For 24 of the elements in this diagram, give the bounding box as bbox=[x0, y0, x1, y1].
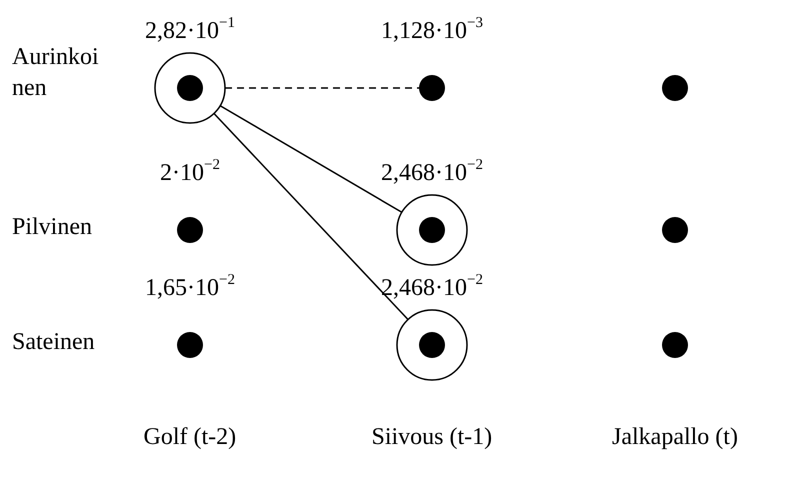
probability-value: 1,128·10$^{−3}$ bbox=[381, 16, 483, 46]
state-dot bbox=[661, 74, 689, 102]
probability-value: 2,468·10$^{−2}$ bbox=[381, 273, 483, 303]
probability-value: 1,65·10$^{−2}$ bbox=[145, 273, 235, 303]
circled-state-dot bbox=[154, 52, 226, 124]
state-dot bbox=[176, 216, 204, 244]
circled-state-dot bbox=[396, 194, 468, 266]
time-step-label: Golf (t-2) bbox=[144, 423, 236, 452]
probability-value: 2,468·10$^{−2}$ bbox=[381, 158, 483, 188]
probability-value: 2,82·10$^{−1}$ bbox=[145, 16, 235, 46]
state-dot bbox=[661, 331, 689, 359]
circled-state-dot bbox=[396, 309, 468, 381]
state-label: Aurinkoi nen bbox=[12, 43, 100, 104]
transition-line bbox=[220, 105, 402, 213]
transition-line bbox=[213, 112, 409, 320]
transition-line bbox=[225, 87, 419, 89]
state-label: Sateinen bbox=[12, 328, 95, 357]
state-dot bbox=[176, 331, 204, 359]
state-dot bbox=[418, 74, 446, 102]
time-step-label: Jalkapallo (t) bbox=[612, 423, 738, 452]
time-step-label: Siivous (t-1) bbox=[372, 423, 492, 452]
probability-value: 2·10$^{−2}$ bbox=[160, 158, 220, 188]
state-dot bbox=[661, 216, 689, 244]
state-label: Pilvinen bbox=[12, 213, 92, 242]
